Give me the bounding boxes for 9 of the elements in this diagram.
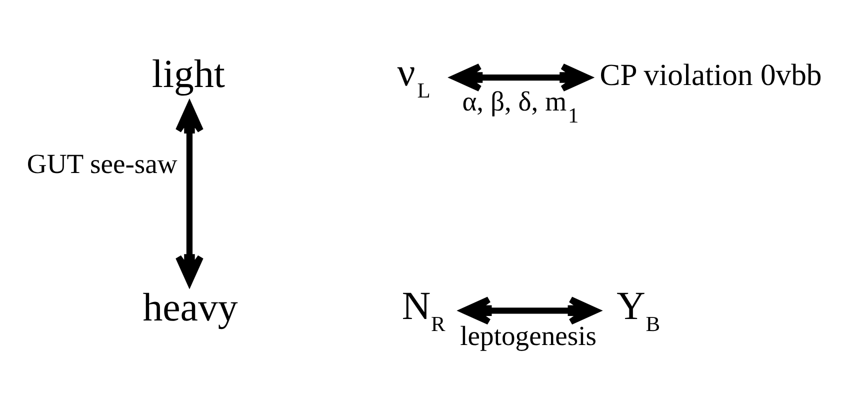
- edge-label: leptogenesis: [460, 320, 597, 351]
- edge-label: GUT see-saw: [26, 147, 178, 178]
- node-text: CP violation 0vbb: [600, 58, 822, 92]
- node-text: ν$_{L}$: [397, 49, 430, 102]
- edge-label: α, β, δ, m$_{1}$: [462, 84, 579, 127]
- node-text: N$_{R}$: [402, 282, 446, 336]
- node-text: heavy: [142, 284, 238, 329]
- node-text: Y$_{B}$: [616, 282, 660, 336]
- node-text: light: [152, 50, 225, 96]
